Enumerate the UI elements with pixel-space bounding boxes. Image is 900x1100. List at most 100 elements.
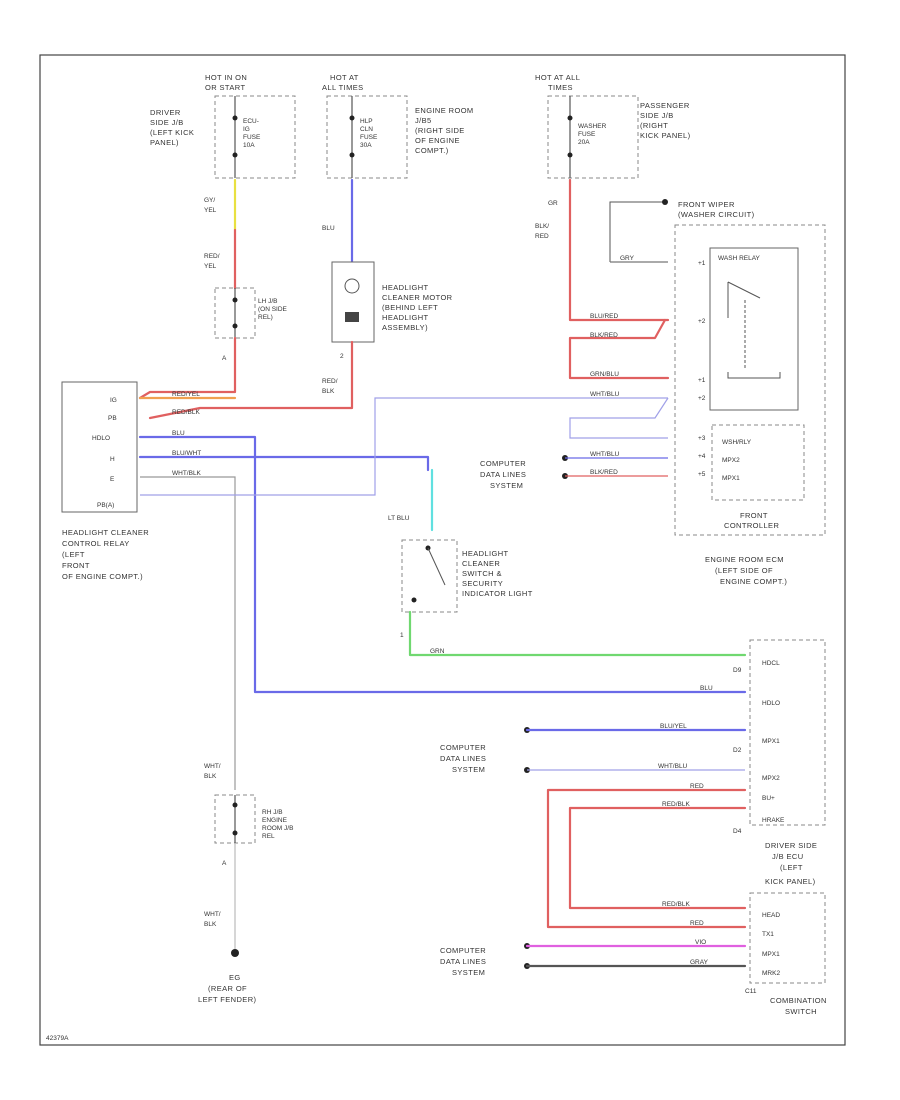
fc-pin-4: +2 — [698, 395, 706, 402]
wire-blk-red-l1: BLK/ — [535, 223, 549, 230]
engine-room1-label-1: ENGINE ROOM — [415, 106, 474, 115]
fc-pin-6: +4 — [698, 453, 706, 460]
ground-section: WHT/ BLK RH J/B ENGINE ROOM J/B REL A WH… — [198, 763, 293, 1004]
motor-label-1: HEADLIGHT — [382, 283, 429, 292]
fc-pin-1: +1 — [698, 260, 706, 267]
wire-wht-blk3-l2: BLK — [204, 921, 217, 928]
passenger-jb-label-2: SIDE J/B — [640, 111, 674, 120]
comb-label-2: SWITCH — [785, 1007, 817, 1016]
decu-label-3: (LEFT — [780, 863, 803, 872]
wire-red-blk-l2: BLK — [322, 388, 335, 395]
hlp-cln-fuse-3: FUSE — [360, 134, 378, 141]
comp-lines2-3: SYSTEM — [452, 765, 485, 774]
wire-wht-blk3-l1: WHT/ — [204, 911, 221, 918]
motor-symbol — [345, 312, 359, 322]
fc-pin-7: +5 — [698, 471, 706, 478]
wire-gray-label: GRAY — [690, 959, 709, 966]
motor-label-5: ASSEMBLY) — [382, 323, 428, 332]
ecu-ig-fuse-3: FUSE — [243, 134, 261, 141]
wire-wht-blk-label: WHT/BLK — [172, 470, 202, 477]
fc-pin-2: +2 — [698, 318, 706, 325]
comb-pin-head: HEAD — [762, 912, 780, 919]
passenger-jb-label-4: KICK PANEL) — [640, 131, 691, 140]
ground-icon — [231, 949, 239, 957]
relay-label-2: CONTROL RELAY — [62, 539, 130, 548]
washer-wiring: GR BLK/ RED GRY BLU/RED BLK/RED GRN/BLU … — [480, 178, 670, 490]
wire-red2-label: RED — [690, 920, 704, 927]
wire-red-label: RED — [690, 783, 704, 790]
comp-lines3-2: DATA LINES — [440, 957, 486, 966]
ground-label-1: EG — [229, 973, 241, 982]
engine-room-jb-box — [326, 95, 408, 179]
decu-conn-d4: D4 — [733, 828, 742, 835]
wire-pba-light-blue — [140, 397, 668, 496]
hot-on-label-1: HOT IN ON — [205, 73, 247, 82]
fc-pin-5: +3 — [698, 435, 706, 442]
hot-all1-label-1: HOT AT — [330, 73, 359, 82]
decu-pin-bu: BU+ — [762, 795, 775, 802]
driver-jb-label-2: SIDE J/B — [150, 118, 184, 127]
fc-sub-3: MPX1 — [722, 475, 740, 482]
driver-jb-label-4: PANEL) — [150, 138, 179, 147]
wire-blk-red2-label: BLK/RED — [590, 332, 618, 339]
wire-wht-blk2-l1: WHT/ — [204, 763, 221, 770]
passenger-jb-label-3: (RIGHT — [640, 121, 668, 130]
wire-red-blk2-label: RED/BLK — [172, 409, 200, 416]
driver-jb-box — [214, 95, 296, 179]
relay-pin-ig: IG — [110, 397, 117, 404]
comp-lines1-2: DATA LINES — [480, 470, 526, 479]
passenger-jb-box — [547, 95, 639, 179]
headlight-cleaner-control-relay: IG PB HDLO H E PB(A) HEADLIGHT CLEANER C… — [61, 381, 149, 581]
engine-room1-label-3: (RIGHT SIDE — [415, 126, 465, 135]
ecu-ig-fuse-1: ECU- — [243, 118, 259, 125]
motor-pin-2: 2 — [340, 353, 344, 360]
rh-jb-4: REL — [262, 833, 275, 840]
wire-red-yel-l2: YEL — [204, 263, 217, 270]
hlp-cln-fuse-1: HLP — [360, 118, 373, 125]
front-controller-label-1: FRONT — [740, 511, 768, 520]
computer-data-lines-3: VIO GRAY COMPUTER DATA LINES SYSTEM — [440, 939, 747, 977]
wire-red-blk-pb — [148, 340, 354, 420]
comb-pin-mrk2: MRK2 — [762, 970, 780, 977]
washer-fuse-2: FUSE — [578, 131, 596, 138]
wire-gy-yel-l1: GY/ — [204, 197, 215, 204]
relay-label-4: FRONT — [62, 561, 90, 570]
decu-pin-mpx2: MPX2 — [762, 775, 780, 782]
wire-blk-red3-label: BLK/RED — [590, 469, 618, 476]
combination-switch: HEAD TX1 MPX1 MRK2 C11 COMBINATION SWITC… — [745, 892, 827, 1016]
rh-jb-pin: A — [222, 860, 227, 867]
relay-label-3: (LEFT — [62, 550, 85, 559]
driver-ecu-box — [749, 639, 826, 826]
engine-ecm-label-3: ENGINE COMPT.) — [720, 577, 787, 586]
lh-jb-3: REL) — [258, 314, 273, 321]
wire-blu-red-loop — [568, 318, 670, 380]
wire-blu-hdlo — [138, 435, 747, 694]
ecu-ig-fuse-group: HOT IN ON OR START ECU- IG FUSE 10A DRIV… — [150, 73, 296, 179]
wire-red-blk-l1: RED/ — [322, 378, 338, 385]
lh-jb-2: (ON SIDE — [258, 306, 288, 313]
headlight-cleaner-motor: BLU HEADLIGHT CLEANER MOTOR (BEHIND LEFT… — [148, 178, 452, 420]
computer-data-lines-2: BLU/YEL WHT/BLU COMPUTER DATA LINES SYST… — [440, 723, 747, 774]
comb-label-1: COMBINATION — [770, 996, 827, 1005]
relay-label-1: HEADLIGHT CLEANER — [62, 528, 149, 537]
comp-lines2-1: COMPUTER — [440, 743, 486, 752]
engine-room1-label-4: OF ENGINE — [415, 136, 460, 145]
headlight-cleaner-switch: LT BLU HEADLIGHT CLEANER SWITCH & SECURI… — [388, 515, 747, 657]
washer-fuse-group: HOT AT ALL TIMES WASHER FUSE 20A PASSENG… — [535, 73, 691, 179]
wire-blu-yel-label: BLU/YEL — [660, 723, 687, 730]
wire-vio-label: VIO — [695, 939, 706, 946]
ecu-combination-wiring: RED RED/BLK RED/BLK RED — [546, 783, 747, 929]
relay-pin-hdlo: HDLO — [92, 435, 110, 442]
relay-pin-e: E — [110, 476, 115, 483]
hot-all1-label-2: ALL TIMES — [322, 83, 364, 92]
comp-lines2-2: DATA LINES — [440, 754, 486, 763]
driver-jb-label-3: (LEFT KICK — [150, 128, 194, 137]
diagram-code: 42379A — [46, 1035, 69, 1042]
wire-wht-blu-loop — [569, 397, 669, 439]
rh-jb-2: ENGINE — [262, 817, 288, 824]
relay-pin-pb: PB — [108, 415, 117, 422]
comb-pin-tx1: TX1 — [762, 931, 774, 938]
wire-grn-blu-label: GRN/BLU — [590, 371, 619, 378]
switch-pin: 1 — [400, 632, 404, 639]
